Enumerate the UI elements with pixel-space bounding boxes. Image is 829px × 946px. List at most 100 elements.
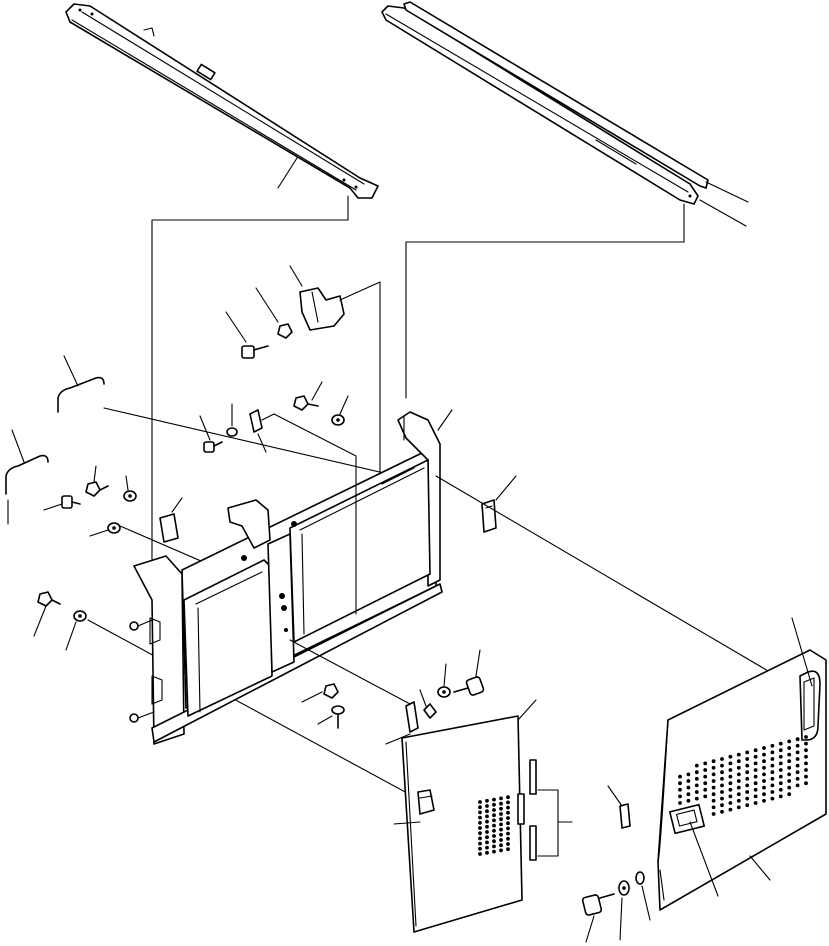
latch-plate (405, 701, 419, 733)
vent-hole (678, 781, 682, 786)
vent-hole (736, 772, 741, 777)
vent-hole (795, 743, 800, 748)
leader-door-small (517, 699, 537, 721)
vent-hole (770, 790, 775, 794)
vent-hole (728, 794, 733, 799)
vent-hole (499, 812, 503, 816)
vent-hole (720, 757, 724, 761)
vent-hole (795, 770, 800, 775)
vent-hole (499, 806, 503, 811)
washer (437, 686, 451, 698)
vent-hole (499, 827, 503, 832)
vent-hole (745, 796, 750, 801)
leader-door-large-handle (791, 617, 813, 687)
vent-hole (711, 765, 716, 770)
vent-hole (787, 752, 792, 757)
vent-hole (711, 798, 716, 803)
vent-hole (492, 834, 496, 838)
vent-hole (804, 754, 808, 759)
vent-hole (778, 768, 783, 772)
vent-hole (728, 787, 733, 792)
leader-nut (255, 287, 279, 323)
leader-door-large (749, 855, 771, 881)
vent-hole (678, 787, 682, 792)
leader-bolt-3 (43, 503, 63, 511)
vent-hole (686, 798, 691, 803)
vent-hole (762, 779, 766, 783)
vent-hole (778, 748, 783, 753)
vent-hole (745, 803, 750, 808)
vent-hole (778, 761, 783, 766)
vent-hole (485, 845, 489, 850)
washer (123, 490, 137, 502)
vent-hole (485, 840, 489, 845)
vent-hole (787, 772, 792, 777)
latch-plate (159, 513, 179, 543)
vent-hole (720, 809, 724, 814)
vent-hole (787, 779, 792, 783)
leader-washer-2 (89, 529, 109, 537)
vent-hole (478, 805, 482, 810)
vent-hole (778, 741, 783, 746)
vent-hole (478, 815, 482, 820)
leader-bolt-9 (585, 915, 595, 943)
vent-hole (506, 810, 510, 815)
leader-frame-post (437, 409, 453, 431)
leader-bolt-4 (33, 605, 47, 637)
vent-hole (787, 765, 792, 770)
vent-hole (720, 796, 724, 801)
leader-rail-right-b (699, 199, 747, 227)
vent-hole (804, 774, 808, 779)
leader-bolt-6 (199, 415, 211, 441)
vent-hole (478, 831, 482, 836)
guide-latch-top (261, 413, 275, 421)
vent-hole (728, 774, 733, 779)
vent-hole (703, 794, 708, 799)
washer (107, 522, 121, 534)
vent-hole (694, 776, 699, 781)
vent-hole (795, 737, 800, 742)
guide-latch-bottom (289, 639, 411, 705)
vent-hole (745, 790, 750, 794)
guide-line-rail-right (405, 203, 685, 399)
bolt (241, 345, 269, 359)
vent-hole (795, 783, 800, 788)
vent-hole (778, 781, 783, 786)
vent-holes-large (678, 735, 808, 816)
leader-washer-3 (65, 621, 77, 651)
vent-hole (703, 781, 708, 786)
vent-hole (728, 761, 733, 766)
vent-hole (711, 779, 716, 783)
washer (331, 414, 345, 426)
bolt (331, 705, 345, 729)
vent-hole (762, 765, 766, 770)
leader-washer-7 (443, 663, 447, 687)
bolt (453, 676, 485, 696)
vent-hole (795, 763, 800, 768)
vent-hole (499, 796, 503, 801)
vent-hole (678, 794, 682, 799)
vent-hole (694, 796, 699, 801)
vent-hole (485, 798, 489, 803)
leader-bolt-8 (475, 649, 481, 677)
leader-door-lock (689, 821, 719, 897)
vent-hole (492, 849, 496, 854)
vent-hole (506, 831, 510, 836)
vent-hole (478, 810, 482, 815)
leader-washer-6 (419, 689, 427, 707)
vent-hole (506, 836, 510, 841)
vent-hole (703, 774, 708, 779)
vent-hole (795, 776, 800, 781)
vent-hole (728, 768, 733, 772)
vent-holes-small (478, 795, 510, 856)
vent-hole (720, 776, 724, 781)
vent-hole (485, 804, 489, 808)
vent-hole (506, 847, 510, 852)
guide-line-door-large (435, 475, 805, 693)
vent-hole (506, 795, 510, 800)
vent-hole (678, 774, 682, 779)
vent-hole (804, 781, 808, 786)
vent-hole (711, 812, 716, 816)
vent-hole (745, 783, 750, 788)
vent-hole (499, 817, 503, 822)
